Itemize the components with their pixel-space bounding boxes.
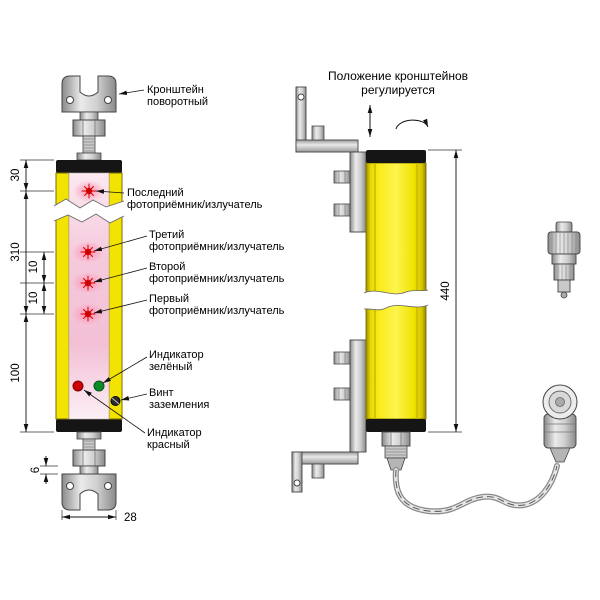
side-top-bracket	[295, 86, 367, 233]
cable-connector	[542, 384, 578, 463]
front-break-symbol	[53, 198, 125, 224]
beam-emitter-first	[72, 303, 104, 325]
top-end-cap	[366, 150, 426, 163]
side-break-symbol	[363, 289, 429, 311]
svg-text:Третий: Третий	[149, 229, 184, 241]
svg-text:поворотный: поворотный	[147, 96, 208, 108]
mounting-bolts	[333, 170, 351, 401]
mounting-bolt	[333, 170, 351, 184]
dim-10b: 10	[28, 292, 40, 305]
svg-text:зелёный: зелёный	[149, 361, 192, 373]
dim-100: 100	[10, 363, 22, 382]
dim-440-group: 440	[428, 149, 462, 433]
svg-text:регулируется: регулируется	[361, 83, 435, 97]
callout-grounding-screw: Винт заземления	[120, 387, 209, 411]
bracket-hole	[66, 482, 74, 490]
svg-text:Индикатор: Индикатор	[149, 349, 204, 361]
callout-rotating-bracket: Кронштейн поворотный	[118, 84, 208, 108]
svg-text:Положение кронштейнов: Положение кронштейнов	[328, 69, 468, 83]
svg-text:красный: красный	[147, 439, 190, 451]
front-dimension-texts: 30 310 10 10 100 6 28	[10, 169, 137, 524]
bracket-bolt	[311, 463, 325, 479]
mounting-bolt	[333, 203, 351, 217]
svg-text:Последний: Последний	[127, 187, 184, 199]
dim-310: 310	[10, 242, 22, 261]
dim-28: 28	[124, 512, 137, 524]
svg-text:заземления: заземления	[149, 399, 209, 411]
cable	[392, 463, 560, 515]
mounting-bolt	[333, 387, 351, 401]
rotation-arrow	[395, 118, 429, 130]
svg-text:Кронштейн: Кронштейн	[147, 84, 204, 96]
bracket-hole	[293, 479, 301, 487]
adjustment-note: Положение кронштейнов регулируется	[328, 69, 468, 137]
top-end-cap	[56, 160, 122, 173]
green-indicator	[93, 380, 105, 392]
red-indicator	[72, 380, 84, 392]
svg-text:фотоприёмник/излучатель: фотоприёмник/излучатель	[149, 273, 285, 285]
front-callouts: Кронштейн поворотный Последний фотоприём…	[83, 84, 285, 451]
cable-gland	[381, 431, 411, 471]
dim-6: 6	[30, 467, 42, 473]
svg-text:Второй: Второй	[149, 261, 185, 273]
callout-last-beam: Последний фотоприёмник/излучатель	[95, 187, 263, 211]
bracket-hole	[66, 96, 74, 104]
svg-text:фотоприёмник/излучатель: фотоприёмник/излучатель	[149, 241, 285, 253]
svg-text:Винт: Винт	[149, 387, 174, 399]
callout-green-indicator: Индикатор зелёный	[102, 349, 204, 384]
beam-emitter-last	[73, 180, 105, 202]
front-rotating-bracket	[61, 75, 117, 161]
svg-text:фотоприёмник/излучатель: фотоприёмник/излучатель	[149, 305, 285, 317]
dim-30: 30	[10, 169, 22, 182]
bracket-bolt	[311, 125, 325, 141]
beam-emitter-third	[72, 241, 104, 263]
bracket-nut	[72, 449, 106, 467]
grounding-screw	[110, 396, 121, 406]
beam-emitters	[72, 180, 105, 325]
callout-first-beam: Первый фотоприёмник/излучатель	[93, 293, 285, 317]
bracket-hole	[297, 93, 305, 101]
bracket-stud	[82, 135, 96, 154]
callout-third-beam: Третий фотоприёмник/излучатель	[93, 229, 285, 253]
svg-text:фотоприёмник/излучатель: фотоприёмник/излучатель	[127, 199, 263, 211]
svg-text:Индикатор: Индикатор	[147, 427, 202, 439]
bracket-flange	[349, 151, 367, 233]
mounting-bolt	[333, 351, 351, 365]
callout-second-beam: Второй фотоприёмник/излучатель	[93, 261, 285, 285]
dim-440: 440	[440, 281, 452, 300]
mating-connector	[547, 221, 581, 299]
beam-emitter-second	[72, 272, 104, 294]
dim-10a: 10	[28, 261, 40, 274]
bottom-end-cap	[366, 419, 426, 432]
bracket-hole	[104, 96, 112, 104]
svg-text:Первый: Первый	[149, 293, 189, 305]
status-indicators	[72, 380, 105, 392]
bracket-flange	[349, 339, 367, 453]
front-bottom-bracket	[61, 431, 117, 511]
callout-red-indicator: Индикатор красный	[83, 389, 202, 451]
bracket-nut	[72, 119, 106, 137]
front-dimensions	[20, 159, 117, 520]
bottom-end-cap	[56, 419, 122, 432]
side-bottom-bracket	[291, 339, 367, 493]
bracket-hole	[104, 482, 112, 490]
